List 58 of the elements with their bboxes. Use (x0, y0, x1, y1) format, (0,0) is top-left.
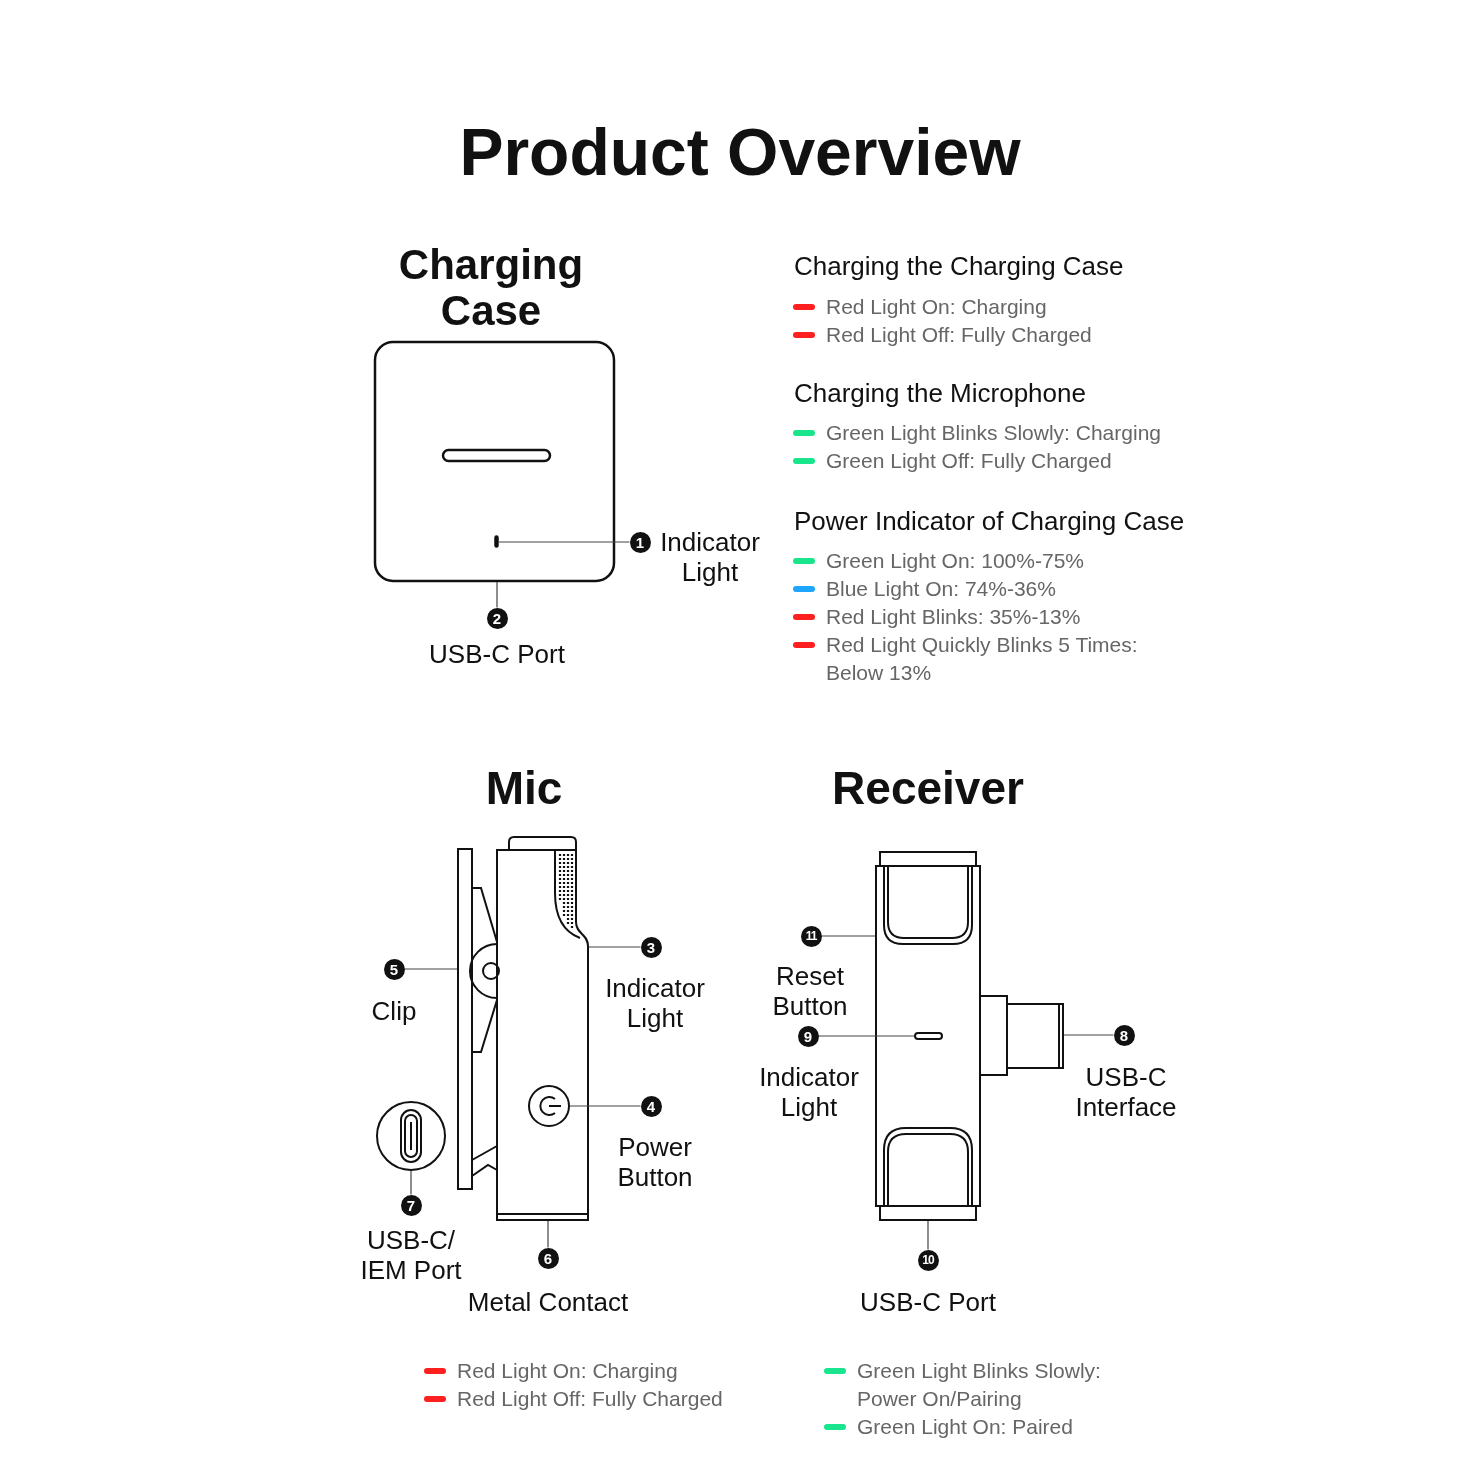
callout-number: 4 (640, 1095, 662, 1117)
legend-text: Green Light Off: Fully Charged (826, 448, 1113, 474)
part-label: USB-C/ IEM Port (359, 1225, 463, 1285)
receiver-illustration (875, 851, 1064, 1221)
callout-number: 6 (537, 1247, 559, 1269)
indicator-light (914, 1032, 943, 1040)
legend-text: Green Light On: 100%-75% (826, 548, 1085, 574)
callout-number: 1 (629, 531, 651, 553)
leader-line (927, 1220, 929, 1251)
section-heading: Charging Case (397, 242, 585, 334)
legend-text: Red Light Blinks: 35%-13% (826, 604, 1082, 630)
leader-line (403, 968, 458, 970)
power-button-icon (528, 1085, 570, 1127)
part-label: Indicator Light (604, 973, 706, 1033)
callout-number: 5 (383, 958, 405, 980)
legend-text: Green Light Blinks Slowly: Charging (826, 420, 1162, 446)
legend-text: Green Light Blinks Slowly: Power On/Pairing (857, 1358, 1102, 1412)
legend-text: Blue Light On: 74%-36% (826, 576, 1057, 602)
leader-line (817, 1035, 915, 1037)
usb-c-port-icon (376, 1101, 446, 1171)
indicator-light (494, 535, 499, 548)
legend-text: Red Light Off: Fully Charged (826, 322, 1093, 348)
legend-text: Red Light Quickly Blinks 5 Times: Below 13% (826, 632, 1139, 686)
leader-line (498, 541, 631, 543)
leader-line (547, 1220, 549, 1249)
callout-number: 3 (640, 936, 662, 958)
part-label: USB-C Interface (1074, 1062, 1178, 1122)
leader-line (569, 1105, 642, 1107)
callout-number: 9 (797, 1025, 819, 1047)
part-label: USB-C Port (859, 1287, 997, 1317)
part-label: Metal Contact (466, 1287, 630, 1317)
part-label: Clip (370, 996, 418, 1026)
part-label: Power Button (616, 1132, 694, 1192)
page-title: Product Overview (458, 114, 1022, 191)
part-label: Reset Button (771, 961, 849, 1021)
callout-number: 2 (486, 607, 508, 629)
part-label: Indicator Light (758, 1062, 860, 1122)
legend-text: Green Light On: Paired (857, 1414, 1074, 1440)
callout-number: 7 (400, 1194, 422, 1216)
legend-heading: Charging the Charging Case (794, 251, 1124, 281)
callout-number: 11 (800, 925, 822, 947)
legend-text: Red Light Off: Fully Charged (457, 1386, 724, 1412)
callout-number: 8 (1113, 1024, 1135, 1046)
legend-text: Red Light On: Charging (457, 1358, 679, 1384)
callout-number: 10 (917, 1249, 939, 1271)
leader-line (588, 946, 642, 948)
leader-line (1063, 1034, 1115, 1036)
legend-text: Red Light On: Charging (826, 294, 1048, 320)
leader-line (496, 581, 498, 609)
part-label: Indicator Light (659, 527, 761, 587)
mic-illustration (457, 836, 589, 1221)
legend-heading: Charging the Microphone (794, 378, 1086, 408)
section-heading: Receiver (831, 762, 1025, 814)
part-label: USB-C Port (428, 639, 566, 669)
legend-heading: Power Indicator of Charging Case (794, 506, 1185, 536)
leader-line (410, 1170, 412, 1196)
charging-case-illustration (373, 340, 616, 583)
section-heading: Mic (484, 762, 564, 814)
